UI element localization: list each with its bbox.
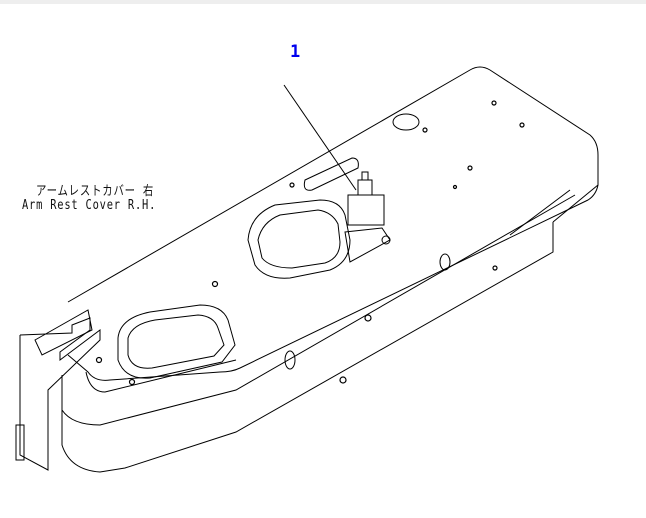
- leader-line: [283, 84, 357, 191]
- cover-front-edge: [61, 222, 554, 473]
- rear-opening: [247, 199, 351, 279]
- callout-number-1[interactable]: 1: [290, 42, 301, 62]
- cover-top-edge: [85, 359, 237, 393]
- large-hole: [392, 113, 420, 131]
- rear-opening-inner: [257, 209, 341, 269]
- bracket-slot: [34, 309, 93, 356]
- top-slot: [303, 157, 359, 191]
- cover-mid-line: [61, 194, 576, 426]
- cover-top-face: [67, 66, 599, 381]
- side-hole: [439, 253, 451, 271]
- top-band: [0, 0, 646, 4]
- small-holes: [95, 100, 525, 386]
- front-opening: [117, 304, 236, 379]
- part-label-english: Arm Rest Cover R.H.: [22, 198, 157, 213]
- side-line: [509, 189, 571, 236]
- side-hole: [284, 350, 296, 370]
- front-opening-inner: [127, 314, 225, 369]
- left-bracket: [19, 317, 101, 471]
- switch-part-1: [344, 171, 391, 263]
- part-label-japanese: アームレストカバー 右: [36, 184, 155, 199]
- cover-right-edge: [552, 184, 599, 223]
- bracket-tab: [15, 424, 25, 461]
